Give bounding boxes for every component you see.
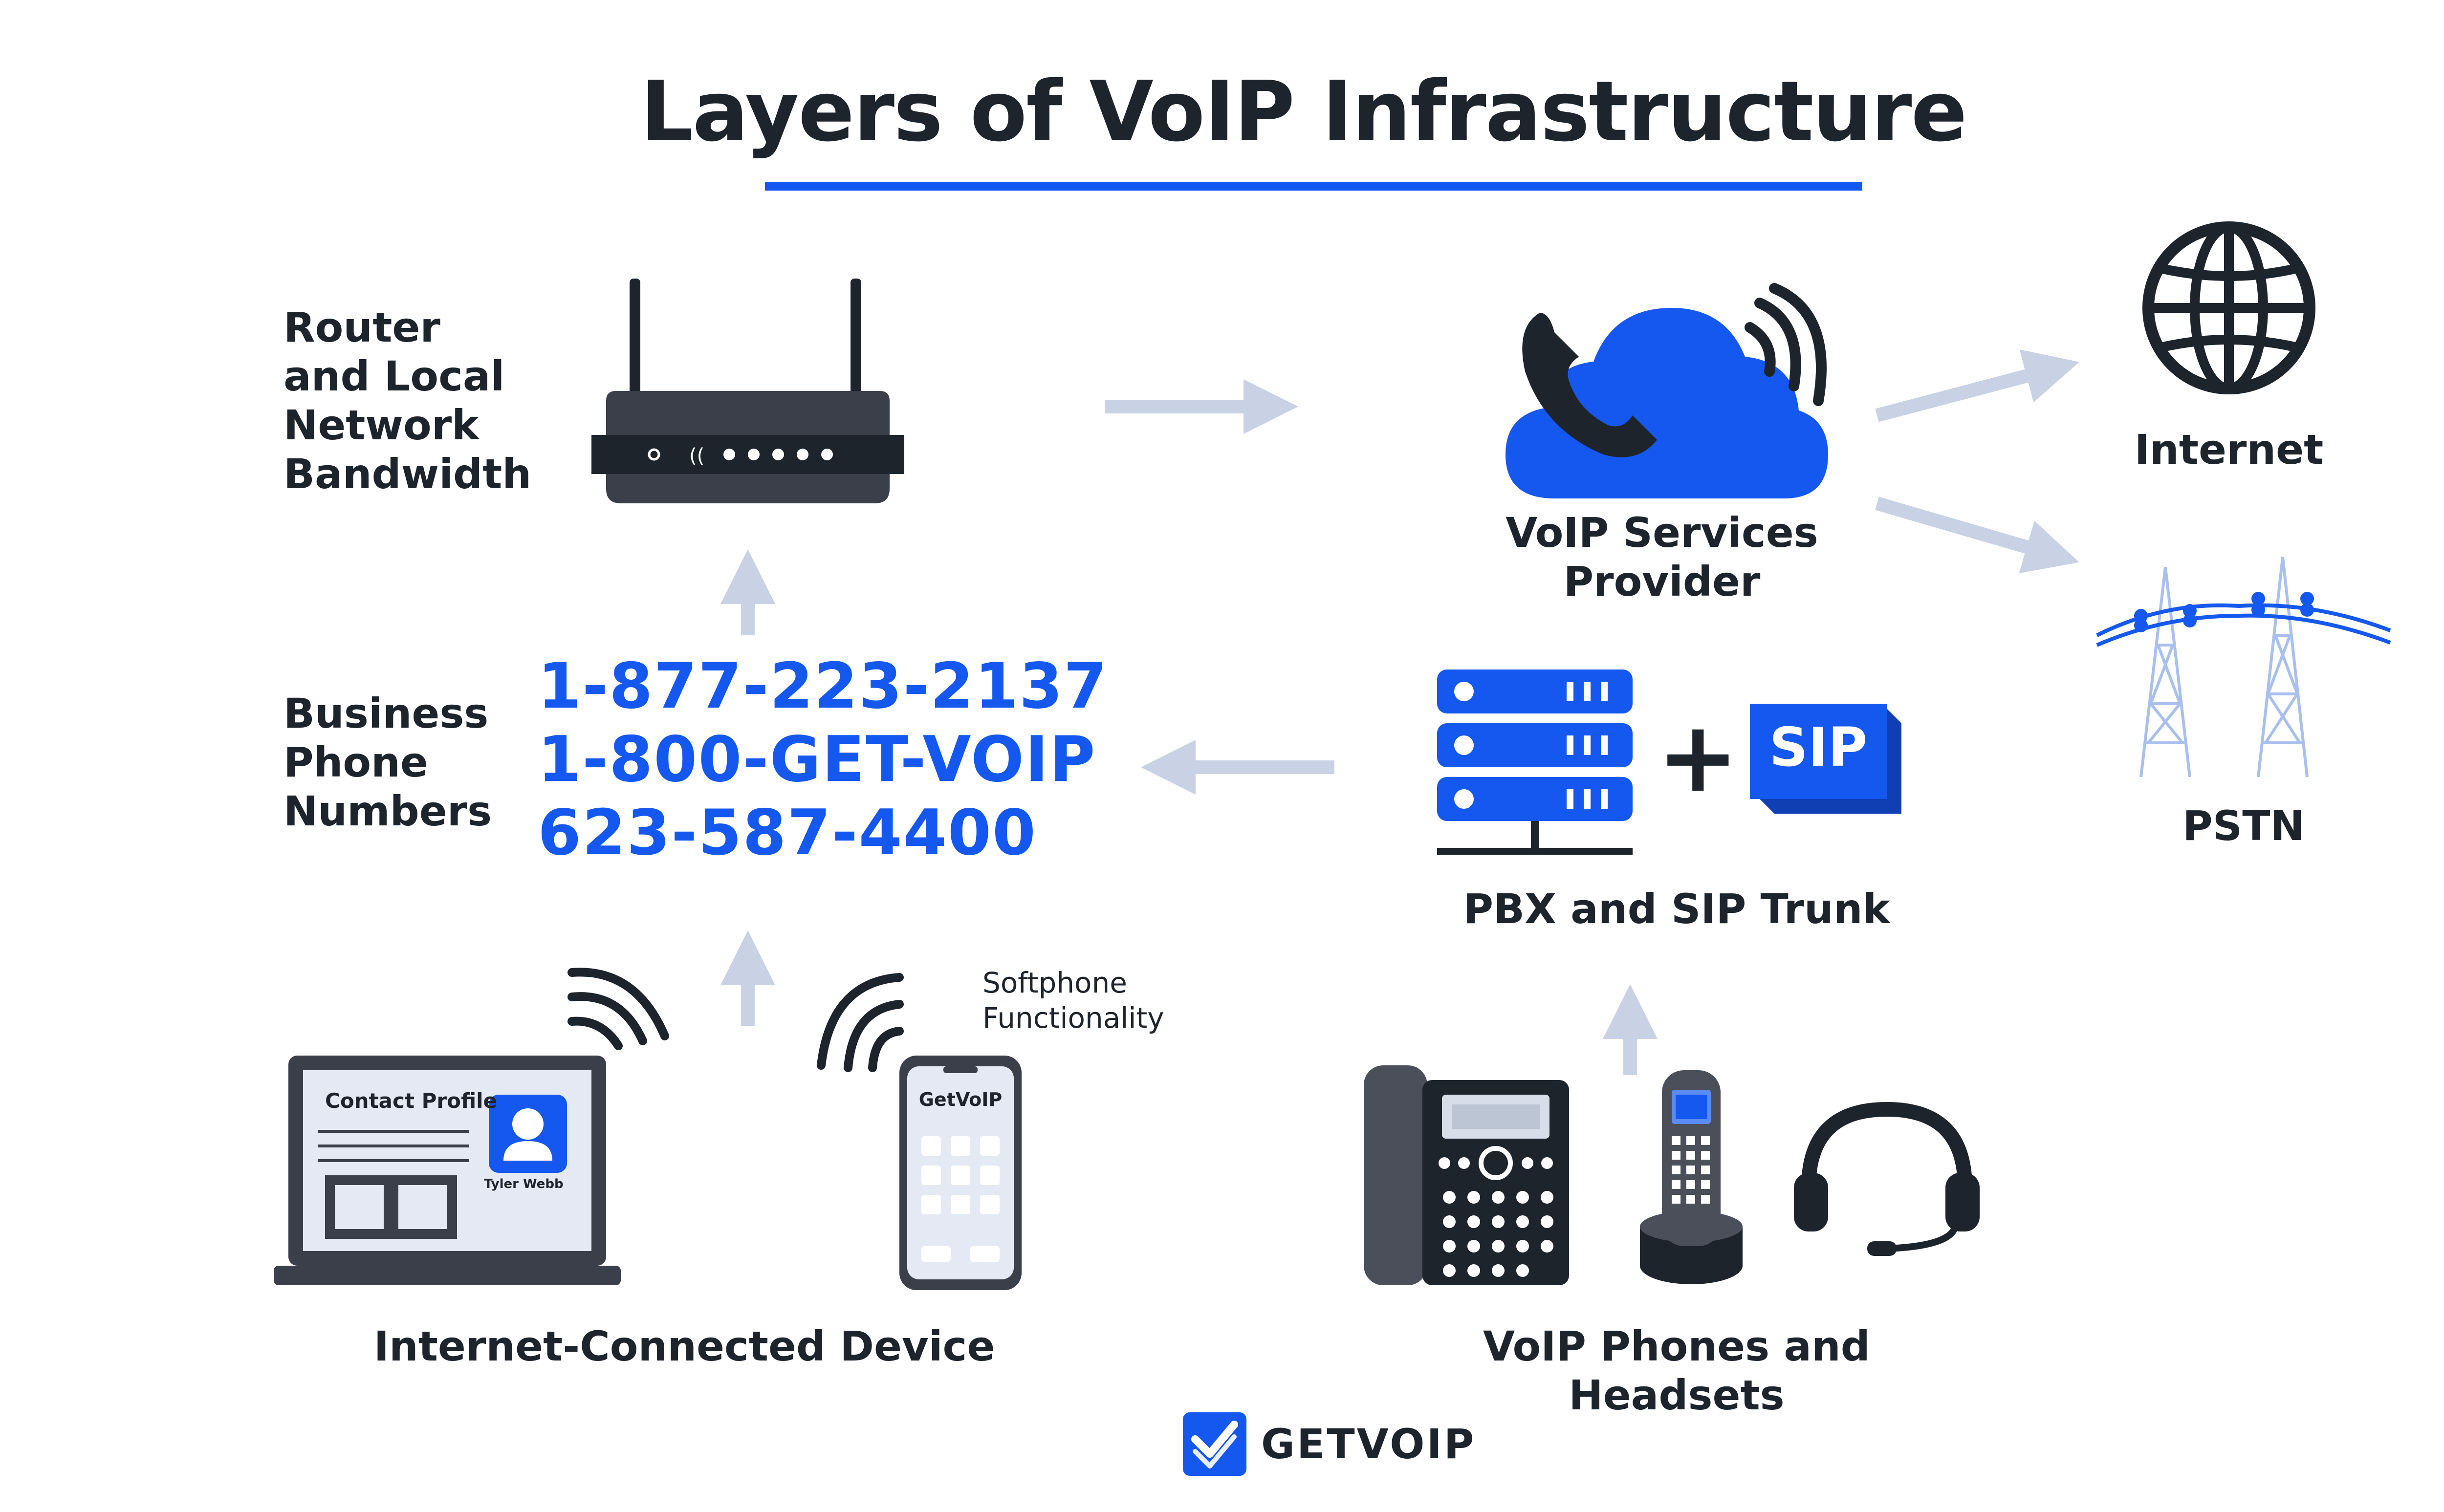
wifi-icon (817, 973, 904, 1072)
phone-number: 1-800-GET-VOIP (538, 723, 1096, 796)
signal-icon (1745, 283, 1827, 406)
contact-name: Tyler Webb (484, 1177, 564, 1191)
wifi-icon (567, 968, 669, 1050)
phone-number: 1-877-223-2137 (538, 650, 1109, 723)
pstn-label: PSTN (2182, 802, 2305, 850)
contact-profile-heading: Contact Profile (325, 1089, 497, 1113)
brand-name: GETVOIP (1261, 1420, 1476, 1468)
phone-number-list: 1-877-223-2137 1-800-GET-VOIP 623-587-44… (538, 650, 1108, 870)
phone-number: 623-587-4400 (538, 797, 1037, 869)
device-label: Internet-Connected Device (373, 1322, 995, 1370)
plus-sign: + (1657, 700, 1739, 814)
softphone-label: Softphone Functionality (982, 966, 1164, 1035)
sip-icon (1750, 704, 1901, 814)
svg-text:((: (( (689, 445, 704, 467)
router-icon: (( (591, 279, 904, 503)
title-underline (765, 182, 1862, 191)
desk-phone-icon (1364, 1065, 1569, 1285)
pbx-label: PBX and SIP Trunk (1463, 885, 1890, 933)
arrow-provider-to-pstn (1875, 497, 2079, 574)
mobile-app-name: GetVoIP (918, 1089, 1003, 1110)
smartphone-icon (899, 1056, 1022, 1290)
page-title: Layers of VoIP Infrastructure (640, 64, 1967, 160)
laptop-icon (274, 1056, 621, 1285)
server-icon (1437, 670, 1633, 855)
globe-icon (2142, 221, 2315, 394)
checkmark-logo-icon (1183, 1412, 1246, 1476)
brand-logo: GETVOIP (1183, 1412, 1476, 1476)
internet-label: Internet (2134, 426, 2324, 474)
headset-icon (1794, 1102, 1980, 1256)
phones-headsets-label: VoIP Phones and Headsets (1483, 1322, 1870, 1419)
provider-label: VoIP Services Provider (1506, 509, 1818, 605)
cloud-phone-icon (1506, 308, 1828, 498)
numbers-label: Business Phone Numbers (284, 690, 492, 835)
cordless-phone-icon (1640, 1070, 1743, 1284)
arrow-provider-to-internet (1875, 349, 2080, 422)
sip-badge-label: SIP (1769, 716, 1868, 778)
router-label: Router and Local Network Bandwidth (284, 303, 532, 498)
power-tower-icon (2096, 557, 2391, 778)
